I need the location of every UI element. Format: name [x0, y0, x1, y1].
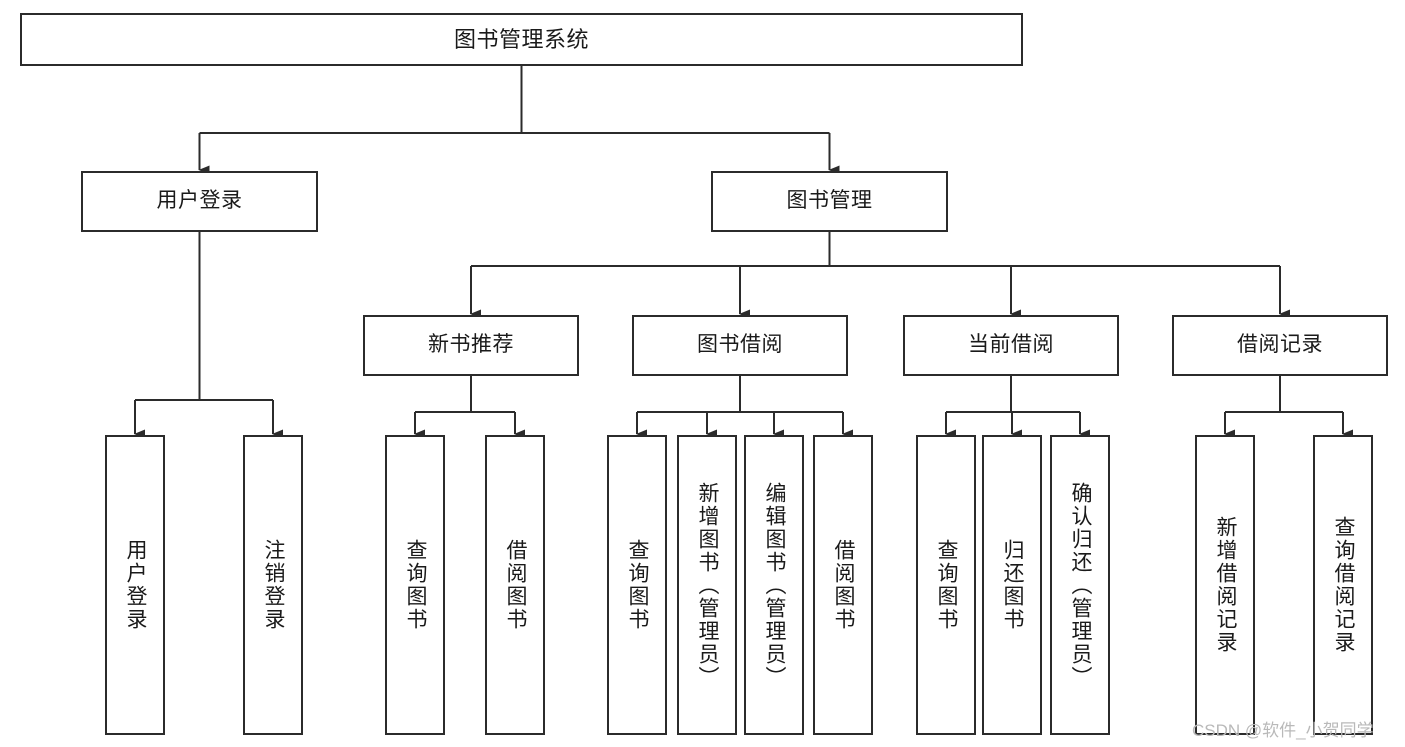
- node-label-leaf-borrow-book-1: 借阅图书: [504, 539, 528, 631]
- node-label-leaf-query-book-2: 查询图书: [626, 539, 650, 631]
- node-leaf-user-login[interactable]: 用户登录: [105, 435, 165, 735]
- node-label-leaf-add-book: 新增图书（管理员）: [696, 481, 720, 689]
- node-label-book-borrow: 图书借阅: [697, 333, 783, 357]
- node-book-manage[interactable]: 图书管理: [711, 171, 948, 232]
- node-leaf-query-book-2[interactable]: 查询图书: [607, 435, 667, 735]
- node-label-leaf-query-record: 查询借阅记录: [1332, 516, 1356, 654]
- node-label-borrow-record: 借阅记录: [1237, 333, 1323, 357]
- node-leaf-borrow-book-1[interactable]: 借阅图书: [485, 435, 545, 735]
- node-label-leaf-add-record: 新增借阅记录: [1214, 516, 1238, 654]
- node-new-book-rec[interactable]: 新书推荐: [363, 315, 579, 376]
- node-label-leaf-logout: 注销登录: [262, 539, 286, 631]
- node-label-new-book-rec: 新书推荐: [428, 333, 514, 357]
- node-book-borrow[interactable]: 图书借阅: [632, 315, 848, 376]
- node-label-leaf-borrow-book-2: 借阅图书: [832, 539, 856, 631]
- node-label-root: 图书管理系统: [453, 26, 589, 52]
- node-current-borrow[interactable]: 当前借阅: [903, 315, 1119, 376]
- node-leaf-edit-book[interactable]: 编辑图书（管理员）: [744, 435, 804, 735]
- node-label-leaf-user-login: 用户登录: [124, 539, 148, 631]
- node-user-login[interactable]: 用户登录: [81, 171, 318, 232]
- node-borrow-record[interactable]: 借阅记录: [1172, 315, 1388, 376]
- node-leaf-query-book-3[interactable]: 查询图书: [916, 435, 976, 735]
- node-leaf-add-book[interactable]: 新增图书（管理员）: [677, 435, 737, 735]
- node-label-leaf-query-book-3: 查询图书: [935, 539, 959, 631]
- node-leaf-query-book-1[interactable]: 查询图书: [385, 435, 445, 735]
- node-leaf-borrow-book-2[interactable]: 借阅图书: [813, 435, 873, 735]
- node-label-book-manage: 图书管理: [786, 189, 873, 213]
- node-leaf-confirm-return[interactable]: 确认归还（管理员）: [1050, 435, 1110, 735]
- node-leaf-logout[interactable]: 注销登录: [243, 435, 303, 735]
- node-label-current-borrow: 当前借阅: [968, 333, 1054, 357]
- node-label-user-login: 用户登录: [156, 189, 243, 213]
- node-label-leaf-edit-book: 编辑图书（管理员）: [763, 481, 787, 689]
- node-root[interactable]: 图书管理系统: [20, 13, 1023, 66]
- node-label-leaf-query-book-1: 查询图书: [404, 539, 428, 631]
- node-label-leaf-return-book: 归还图书: [1001, 539, 1025, 631]
- node-leaf-query-record[interactable]: 查询借阅记录: [1313, 435, 1373, 735]
- node-label-leaf-confirm-return: 确认归还（管理员）: [1069, 481, 1093, 689]
- connector-group: [134, 66, 1353, 439]
- node-leaf-add-record[interactable]: 新增借阅记录: [1195, 435, 1255, 735]
- node-leaf-return-book[interactable]: 归还图书: [982, 435, 1042, 735]
